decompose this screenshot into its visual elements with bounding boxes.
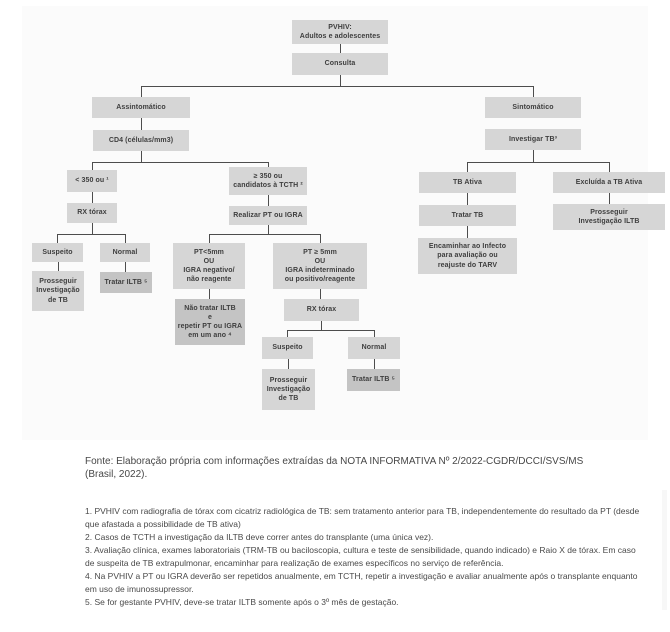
connector-line	[92, 192, 93, 203]
node-prosseguir-investigacao-tb-2: Prosseguir Investigação de TB	[262, 369, 315, 410]
node-cd4-maior-350: ≥ 350 ou candidatos à TCTH ²	[229, 167, 307, 195]
connector-line	[609, 162, 610, 172]
node-cd4: CD4 (células/mm3)	[93, 130, 189, 151]
node-rx-torax-1: RX tórax	[67, 203, 117, 223]
connector-line	[268, 162, 269, 167]
node-pt-maior-5mm: PT ≥ 5mm OU IGRA indeterminado ou positi…	[273, 243, 367, 289]
connector-line	[533, 86, 534, 97]
connector-line	[209, 234, 210, 243]
node-pt-menor-5mm: PT<5mm OU IGRA negativo/ não reagente	[173, 243, 245, 289]
node-suspeito-2: Suspeito	[262, 337, 313, 359]
node-normal-1: Normal	[100, 243, 150, 262]
node-tratar-iltb-2: Tratar ILTB ⁵	[347, 369, 400, 391]
connector-line	[609, 193, 610, 204]
connector-line	[92, 162, 93, 170]
node-assintomatico: Assintomático	[92, 97, 190, 118]
connector-line	[467, 193, 468, 205]
node-tratar-tb: Tratar TB	[419, 205, 516, 226]
footnote-1: 1. PVHIV com radiografia de tórax com ci…	[85, 506, 640, 529]
connector-line	[141, 118, 142, 130]
connector-line	[288, 359, 289, 369]
connector-line	[467, 226, 468, 238]
connector-line	[125, 234, 126, 243]
connector-line	[57, 234, 58, 243]
footnote-4: 4. Na PVHIV a PT ou IGRA deverão ser rep…	[85, 571, 638, 594]
connector-line	[467, 162, 468, 172]
footnote-5: 5. Se for gestante PVHIV, deve-se tratar…	[85, 597, 399, 607]
tb-screening-flowchart: PVHIV: Adultos e adolescentes Consulta A…	[22, 6, 665, 440]
connector-line	[533, 150, 534, 162]
footnote-3: 3. Avaliação clínica, exames laboratoria…	[85, 545, 636, 568]
node-normal-2: Normal	[348, 337, 400, 359]
node-prosseguir-investigacao-iltb: Prosseguir Investigação ILTB	[553, 204, 665, 230]
node-realizar-pt-igra: Realizar PT ou IGRA	[229, 206, 307, 225]
flowchart-background	[22, 6, 648, 440]
node-tb-ativa: TB Ativa	[419, 172, 516, 193]
node-nao-tratar-iltb: Não tratar ILTB e repetir PT ou IGRA em …	[175, 299, 245, 345]
connector-line	[268, 195, 269, 206]
source-note: Fonte: Elaboração própria com informaçõe…	[85, 456, 584, 480]
connector-line	[58, 262, 59, 271]
node-excluida-tb-ativa: Excluída a TB Ativa	[553, 172, 665, 193]
connector-line	[92, 223, 93, 234]
node-suspeito-1: Suspeito	[32, 243, 83, 262]
node-cd4-menor-350: < 350 ou ¹	[67, 170, 117, 192]
node-consulta: Consulta	[292, 53, 388, 75]
connector-line	[320, 289, 321, 299]
connector-line	[209, 289, 210, 299]
footnotes: 1. PVHIV com radiografia de tórax com ci…	[85, 505, 641, 609]
connector-line	[287, 330, 375, 331]
node-rx-torax-2: RX tórax	[284, 299, 359, 321]
connector-line	[340, 75, 341, 86]
connector-line	[321, 321, 322, 330]
connector-line	[92, 162, 269, 163]
node-prosseguir-investigacao-tb-1: Prosseguir Investigação de TB	[32, 271, 84, 311]
node-encaminhar-infecto: Encaminhar ao Infecto para avaliação ou …	[418, 238, 517, 274]
connector-line	[287, 330, 288, 337]
connector-line	[374, 330, 375, 337]
node-pvhiv: PVHIV: Adultos e adolescentes	[292, 20, 388, 44]
node-investigar-tb: Investigar TB³	[485, 129, 581, 150]
page-edge-artifact	[662, 490, 667, 610]
node-tratar-iltb-1: Tratar ILTB ⁵	[100, 272, 152, 293]
connector-line	[374, 359, 375, 369]
connector-line	[141, 151, 142, 162]
connector-line	[57, 234, 126, 235]
connector-line	[125, 262, 126, 272]
connector-line	[141, 86, 534, 87]
connector-line	[141, 86, 142, 97]
connector-line	[340, 44, 341, 53]
footnote-2: 2. Casos de TCTH a investigação da ILTB …	[85, 532, 434, 542]
connector-line	[320, 234, 321, 243]
node-sintomatico: Sintomático	[485, 97, 581, 118]
connector-line	[268, 225, 269, 234]
connector-line	[209, 234, 321, 235]
connector-line	[467, 162, 610, 163]
